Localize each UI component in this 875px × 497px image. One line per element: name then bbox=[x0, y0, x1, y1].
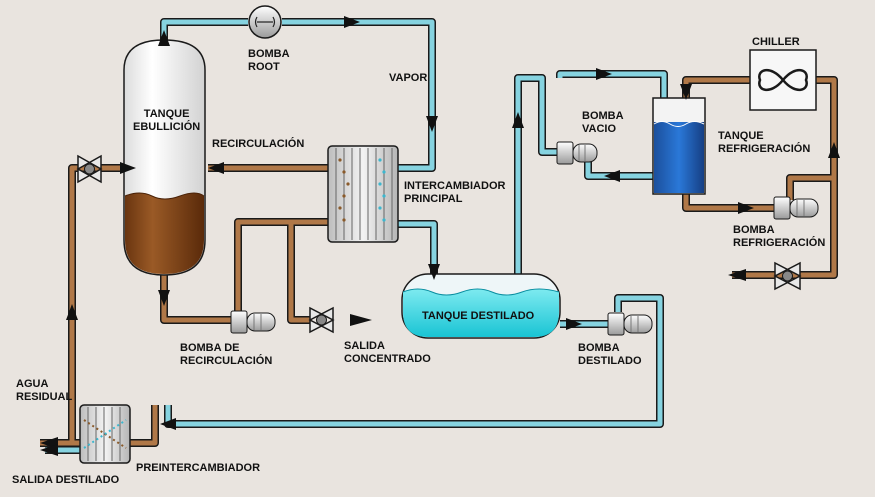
vapor-label: VAPOR bbox=[389, 72, 428, 84]
recirculation-label: RECIRCULACIÓN bbox=[212, 138, 305, 150]
arrow-icon bbox=[512, 112, 524, 128]
vacuum-pump-icon bbox=[556, 141, 598, 165]
main-heat-exchanger-icon bbox=[327, 145, 399, 243]
arrow-icon bbox=[66, 304, 78, 320]
valve-icon bbox=[773, 261, 802, 291]
cooling-pump-icon bbox=[773, 196, 819, 220]
valve-icon bbox=[76, 154, 103, 184]
arrow-icon bbox=[426, 116, 438, 132]
chiller-label: CHILLER bbox=[752, 36, 800, 48]
distillate-pump-icon bbox=[607, 312, 653, 336]
arrow-icon bbox=[680, 84, 692, 100]
pre-heat-exchanger-icon bbox=[79, 404, 131, 464]
arrow-icon bbox=[596, 68, 612, 80]
arrow-icon bbox=[350, 314, 372, 326]
chiller-fan-icon bbox=[749, 49, 817, 111]
distillate-tank-label: TANQUE DESTILADO bbox=[422, 310, 535, 322]
recirculation-pump-icon bbox=[230, 310, 276, 334]
arrow-icon bbox=[828, 142, 840, 158]
distillate-outlet-label: SALIDA DESTILADO bbox=[12, 474, 120, 486]
arrow-icon bbox=[728, 269, 746, 281]
distillate-tank bbox=[401, 273, 561, 339]
arrow-icon bbox=[604, 170, 620, 182]
arrow-icon bbox=[158, 290, 170, 306]
arrow-icon bbox=[208, 162, 224, 174]
root-pump-icon bbox=[248, 5, 282, 39]
arrow-icon bbox=[738, 202, 754, 214]
arrow-icon bbox=[428, 264, 440, 280]
arrow-icon bbox=[120, 162, 136, 174]
arrow-icon bbox=[160, 418, 176, 430]
arrow-icon bbox=[40, 444, 58, 456]
pre-exchanger-label: PREINTERCAMBIADOR bbox=[136, 462, 261, 474]
arrow-icon bbox=[566, 318, 582, 330]
flow-arrows bbox=[40, 16, 840, 456]
arrow-icon bbox=[158, 30, 170, 46]
boiling-tank bbox=[123, 39, 206, 276]
arrow-icon bbox=[344, 16, 360, 28]
valve-icon bbox=[308, 306, 335, 334]
cooling-tank bbox=[652, 97, 706, 195]
